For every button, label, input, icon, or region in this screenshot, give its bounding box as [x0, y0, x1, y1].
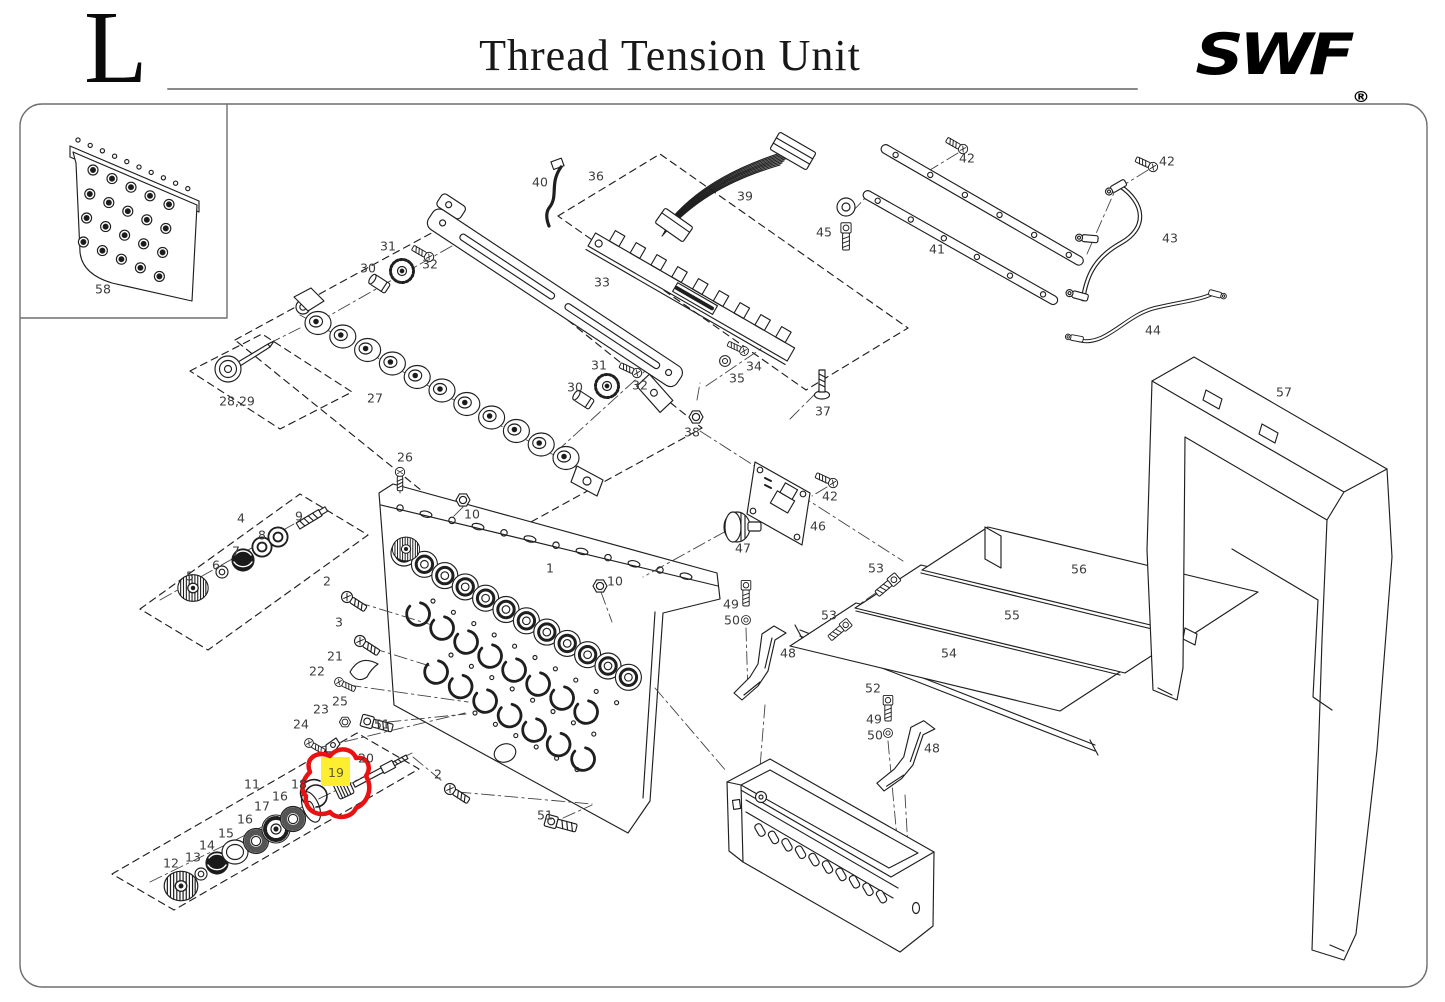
part-label-42[interactable]: 42 — [1159, 153, 1175, 169]
tension-discs — [389, 504, 693, 776]
part-label-28-29[interactable]: 28,29 — [219, 393, 255, 409]
part-label-48[interactable]: 48 — [924, 740, 940, 756]
part-label-24[interactable]: 24 — [293, 716, 309, 732]
slotted-bracket-bar-33 — [426, 193, 683, 414]
part-label-26[interactable]: 26 — [397, 449, 413, 465]
part-label-48[interactable]: 48 — [780, 645, 796, 661]
part-label-2[interactable]: 2 — [323, 573, 331, 589]
part-label-43[interactable]: 43 — [1162, 230, 1178, 246]
part-label-13[interactable]: 13 — [185, 849, 201, 865]
part-label-22[interactable]: 22 — [309, 663, 325, 679]
part-label-49[interactable]: 49 — [723, 596, 739, 612]
part-label-32[interactable]: 32 — [632, 377, 648, 393]
part-label-21[interactable]: 21 — [327, 648, 343, 664]
part-label-4[interactable]: 4 — [237, 510, 245, 526]
part-label-40[interactable]: 40 — [532, 174, 548, 190]
part-label-8[interactable]: 8 — [258, 527, 266, 543]
detector-pcb-46 — [746, 461, 840, 546]
part-label-1[interactable]: 1 — [546, 560, 554, 576]
part-label-9[interactable]: 9 — [295, 508, 303, 524]
part-label-2[interactable]: 2 — [434, 766, 442, 782]
guide-wheel-28-29 — [214, 340, 275, 383]
part-label-51[interactable]: 51 — [537, 807, 553, 823]
pretension-group-4 — [177, 506, 329, 602]
thread-guide-bar-27 — [293, 287, 604, 497]
part-label-30[interactable]: 30 — [567, 379, 583, 395]
part-label-25[interactable]: 25 — [332, 693, 348, 709]
part-label-58[interactable]: 58 — [95, 281, 111, 297]
part-label-42[interactable]: 42 — [959, 150, 975, 166]
part-label-36[interactable]: 36 — [588, 168, 604, 184]
tension-base-plate-1 — [378, 483, 721, 834]
sensor-wire-40 — [545, 157, 565, 228]
tension-knob-47 — [723, 511, 762, 543]
part-label-15[interactable]: 15 — [218, 825, 234, 841]
page-title: Thread Tension Unit — [479, 31, 861, 80]
part-label-49[interactable]: 49 — [866, 711, 882, 727]
part-label-11[interactable]: 11 — [244, 776, 260, 792]
part-label-53[interactable]: 53 — [821, 607, 837, 623]
part-label-30[interactable]: 30 — [360, 260, 376, 276]
part-label-57[interactable]: 57 — [1276, 384, 1292, 400]
mounting-bars-41 — [862, 135, 1160, 306]
part-label-31[interactable]: 31 — [380, 238, 396, 254]
part-label-27[interactable]: 27 — [367, 390, 383, 406]
part-label-51[interactable]: 51 — [374, 716, 390, 732]
part-label-50[interactable]: 50 — [724, 612, 740, 628]
part-label-37[interactable]: 37 — [815, 403, 831, 419]
part-label-38[interactable]: 38 — [684, 424, 700, 440]
assembled-unit-58 — [69, 137, 200, 302]
base-frame — [726, 758, 935, 953]
bar-fasteners — [688, 339, 831, 424]
ribbon-cable-39 — [655, 131, 817, 242]
part-label-19[interactable]: 19 — [322, 764, 350, 782]
registered-mark-icon: ® — [1352, 88, 1370, 106]
part-label-10[interactable]: 10 — [607, 573, 623, 589]
ground-cables — [1064, 178, 1228, 344]
tension-dial-group-11 — [163, 754, 579, 902]
group-boxes — [111, 153, 909, 911]
part-label-52[interactable]: 52 — [865, 680, 881, 696]
part-label-56[interactable]: 56 — [1071, 561, 1087, 577]
part-label-47[interactable]: 47 — [735, 540, 751, 556]
section-letter: L — [84, 0, 148, 105]
part-label-35[interactable]: 35 — [729, 370, 745, 386]
part-label-18[interactable]: 18 — [291, 776, 307, 792]
part-label-32[interactable]: 32 — [422, 256, 438, 272]
part-label-50[interactable]: 50 — [867, 727, 883, 743]
part-label-16[interactable]: 16 — [272, 788, 288, 804]
part-label-41[interactable]: 41 — [929, 241, 945, 257]
part-label-17[interactable]: 17 — [254, 798, 270, 814]
part-label-34[interactable]: 34 — [746, 358, 762, 374]
part-label-3[interactable]: 3 — [335, 614, 343, 630]
part-label-20[interactable]: 20 — [358, 750, 374, 766]
part-label-14[interactable]: 14 — [199, 837, 215, 853]
part-label-46[interactable]: 46 — [810, 518, 826, 534]
part-label-23[interactable]: 23 — [313, 701, 329, 717]
part-label-45[interactable]: 45 — [816, 224, 832, 240]
part-label-54[interactable]: 54 — [941, 645, 957, 661]
part-label-10[interactable]: 10 — [464, 506, 480, 522]
tension-pcb-36 — [585, 230, 796, 366]
part-label-39[interactable]: 39 — [737, 188, 753, 204]
part-label-44[interactable]: 44 — [1145, 322, 1161, 338]
part-label-16[interactable]: 16 — [237, 811, 253, 827]
part-label-7[interactable]: 7 — [232, 543, 240, 559]
swf-logo: SWF® — [1195, 22, 1370, 106]
side-cover-57 — [1146, 356, 1393, 961]
part-label-42[interactable]: 42 — [822, 488, 838, 504]
part-label-6[interactable]: 6 — [212, 557, 220, 573]
part-label-31[interactable]: 31 — [591, 357, 607, 373]
part-label-33[interactable]: 33 — [594, 274, 610, 290]
page-frame — [19, 88, 1428, 988]
highlight-circle — [300, 747, 372, 820]
part-label-55[interactable]: 55 — [1004, 607, 1020, 623]
part-label-12[interactable]: 12 — [163, 855, 179, 871]
part-label-53[interactable]: 53 — [868, 560, 884, 576]
cover-panels — [789, 526, 1259, 756]
roller-45 — [836, 197, 856, 251]
part-label-5[interactable]: 5 — [186, 568, 194, 584]
